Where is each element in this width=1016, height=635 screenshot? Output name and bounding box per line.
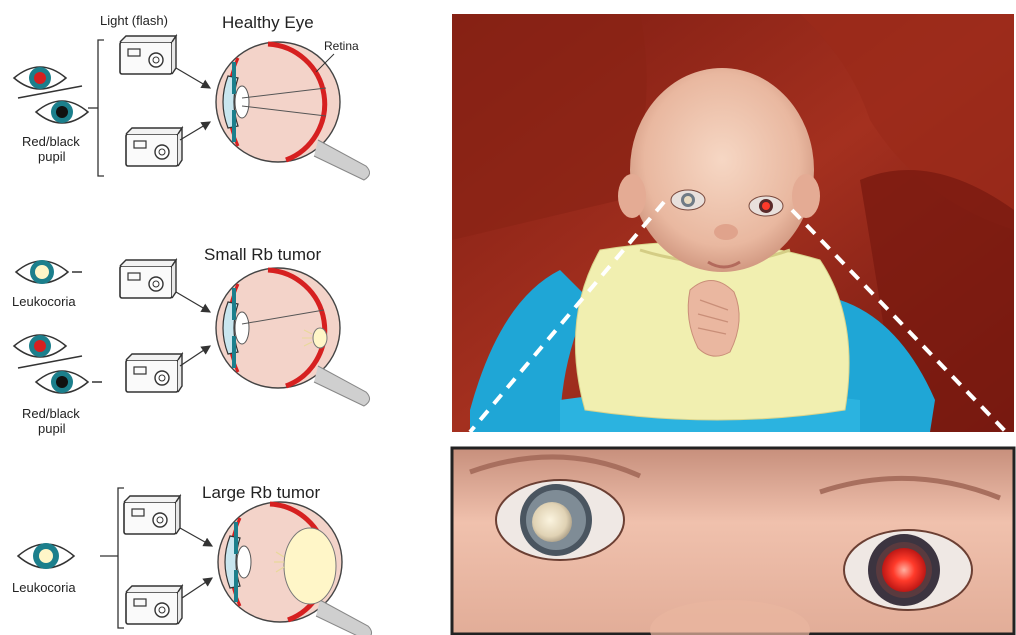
closeup-eye-red-reflex: [844, 530, 972, 610]
leukocoria-label: Leukocoria: [12, 580, 76, 595]
camera-icon: [126, 128, 182, 166]
red-black-label: Red/black: [22, 406, 80, 421]
large-tumor-mark: [284, 528, 336, 604]
small-tumor-mark: [313, 328, 327, 348]
closeup-eye-white-reflex: [496, 480, 624, 560]
large-tumor-section: Large Rb tumor Leukocoria: [12, 483, 372, 635]
baby-left-eye-red-reflex: [749, 196, 783, 216]
red-black-label: Red/black: [22, 134, 80, 149]
small-tumor-title: Small Rb tumor: [204, 245, 321, 264]
camera-icon: [120, 260, 176, 298]
pupil-label: pupil: [38, 149, 66, 164]
healthy-eye-section: Light (flash) Healthy Eye Red/black pupi…: [14, 13, 370, 180]
eye-black-pupil-icon: [36, 101, 88, 123]
light-flash-label: Light (flash): [100, 13, 168, 28]
camera-icon: [120, 36, 176, 74]
retina-label: Retina: [324, 39, 359, 53]
eye-red-pupil-icon: [14, 67, 66, 89]
camera-icon: [126, 586, 182, 624]
healthy-eye-title: Healthy Eye: [222, 13, 314, 32]
eye-black-pupil-icon: [36, 371, 88, 393]
eye-leukocoria-icon: [18, 543, 74, 569]
pupil-label: pupil: [38, 421, 66, 436]
leukocoria-label: Leukocoria: [12, 294, 76, 309]
bracket: [98, 40, 104, 176]
large-tumor-title: Large Rb tumor: [202, 483, 320, 502]
eyeball-cross-section-icon: [218, 502, 372, 635]
eyeball-cross-section-icon: [216, 42, 370, 180]
baby-right-eye-white-reflex: [671, 190, 705, 210]
camera-icon: [126, 354, 182, 392]
camera-icon: [124, 496, 180, 534]
baby-photo: [452, 14, 1014, 432]
eye-red-pupil-icon: [14, 335, 66, 357]
small-tumor-section: Small Rb tumor Leukocoria Red/black pupi…: [12, 245, 370, 436]
bracket: [118, 488, 124, 628]
eyeball-cross-section-icon: [216, 268, 370, 406]
eyes-closeup-photo: [452, 448, 1014, 635]
eye-leukocoria-icon: [16, 260, 68, 284]
